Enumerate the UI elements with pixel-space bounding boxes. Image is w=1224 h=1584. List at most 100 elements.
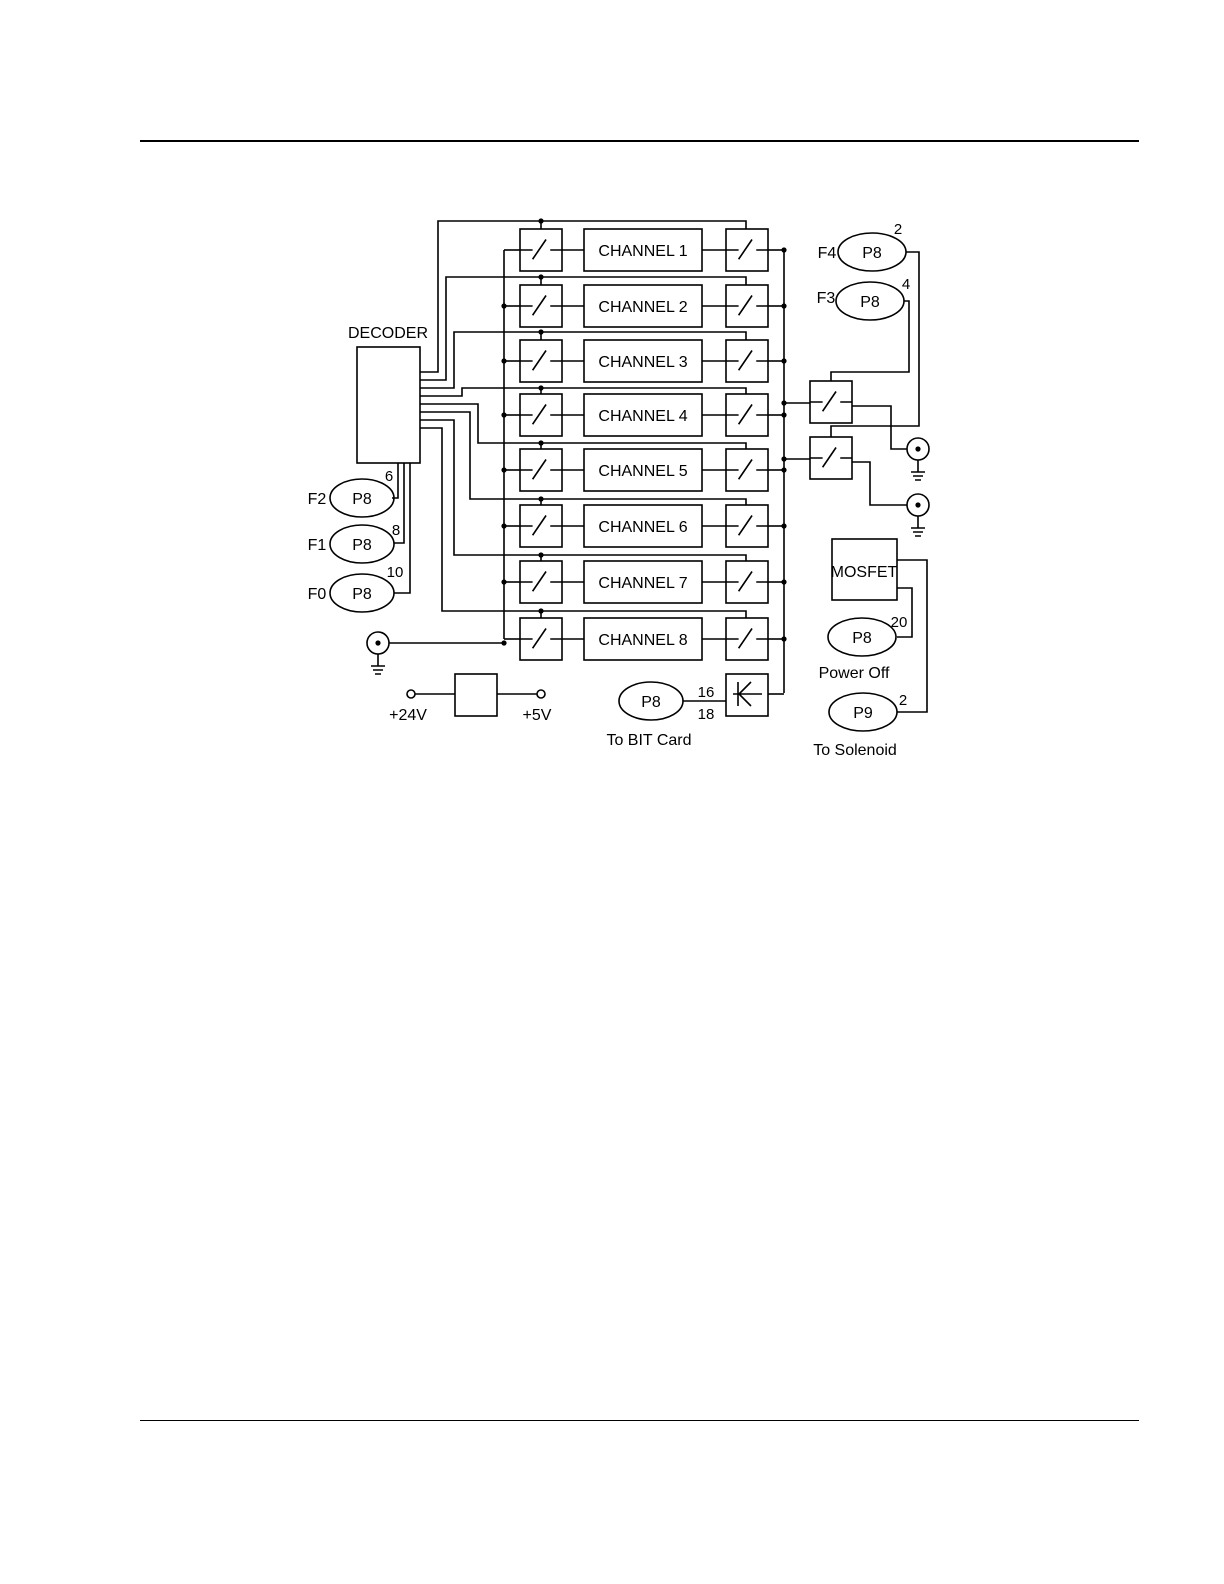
junction-dot bbox=[501, 579, 506, 584]
solenoid-connector-label: P9 bbox=[853, 705, 873, 722]
junction-dot bbox=[538, 385, 543, 390]
input-switch-5 bbox=[520, 449, 562, 491]
mosfet-label: MOSFET bbox=[831, 564, 898, 581]
channel-label: CHANNEL 6 bbox=[598, 519, 687, 536]
channel-label: CHANNEL 7 bbox=[598, 575, 687, 592]
input-switch-1 bbox=[520, 229, 562, 271]
output-switch-6 bbox=[726, 505, 768, 547]
output-select-switch-b bbox=[810, 437, 852, 479]
input-switch-3 bbox=[520, 340, 562, 382]
connector-f2-label: P8 bbox=[352, 491, 372, 508]
power-off-caption: Power Off bbox=[819, 665, 890, 682]
junction-dot bbox=[781, 456, 786, 461]
junction-dot bbox=[538, 274, 543, 279]
coax-connector-icon bbox=[915, 502, 920, 507]
switch-icon bbox=[726, 240, 768, 260]
switch-icon bbox=[726, 405, 768, 425]
pin-number: 18 bbox=[698, 706, 715, 723]
output-switch-7 bbox=[726, 561, 768, 603]
pin-number: 20 bbox=[891, 614, 908, 631]
pin-number: 2 bbox=[899, 692, 907, 709]
junction-dot bbox=[538, 496, 543, 501]
switch-icon bbox=[520, 516, 562, 536]
pin-number: 16 bbox=[698, 684, 715, 701]
channel-label: CHANNEL 1 bbox=[598, 243, 687, 260]
bit-card-caption: To BIT Card bbox=[606, 732, 691, 749]
junction-dot bbox=[501, 640, 506, 645]
decoder-control-line-1 bbox=[420, 221, 746, 372]
pin-number: 8 bbox=[392, 522, 400, 539]
regulator-input-label: +24V bbox=[389, 707, 427, 724]
switch-icon bbox=[726, 296, 768, 316]
channel-label: CHANNEL 4 bbox=[598, 408, 687, 425]
switch-icon bbox=[726, 572, 768, 592]
switch-b-output bbox=[852, 462, 907, 505]
input-switch-7 bbox=[520, 561, 562, 603]
pin-number: 10 bbox=[387, 564, 404, 581]
ground-icon bbox=[911, 516, 925, 536]
input-coax bbox=[367, 632, 389, 674]
switch-icon bbox=[810, 392, 852, 412]
switch-icon bbox=[520, 572, 562, 592]
signal-label: F4 bbox=[818, 245, 837, 262]
pin-number: 2 bbox=[894, 221, 902, 238]
junction-dot bbox=[781, 467, 786, 472]
channel-label: CHANNEL 5 bbox=[598, 463, 687, 480]
power-off-connector-label: P8 bbox=[852, 630, 872, 647]
decoder-control-line-2 bbox=[420, 277, 746, 380]
input-switch-8 bbox=[520, 618, 562, 660]
decoder-block bbox=[357, 347, 420, 463]
input-switch-4 bbox=[520, 394, 562, 436]
channel-label: CHANNEL 2 bbox=[598, 299, 687, 316]
connector-f0-label: P8 bbox=[352, 586, 372, 603]
solenoid-caption: To Solenoid bbox=[813, 742, 897, 759]
junction-dot bbox=[501, 467, 506, 472]
channel-label: CHANNEL 8 bbox=[598, 632, 687, 649]
switch-icon bbox=[810, 448, 852, 468]
switch-a-output bbox=[852, 406, 907, 449]
switch-icon bbox=[520, 405, 562, 425]
junction-dot bbox=[781, 579, 786, 584]
ground-icon bbox=[371, 654, 385, 674]
junction-dot bbox=[501, 358, 506, 363]
input-switch-6 bbox=[520, 505, 562, 547]
junction-dot bbox=[538, 608, 543, 613]
coax-connector-icon bbox=[375, 640, 380, 645]
connector-f3-label: P8 bbox=[860, 294, 880, 311]
output-switch-8 bbox=[726, 618, 768, 660]
junction-dot bbox=[501, 523, 506, 528]
switch-icon bbox=[520, 351, 562, 371]
output-coax-a bbox=[907, 438, 929, 480]
signal-label: F2 bbox=[308, 491, 327, 508]
junction-dot bbox=[538, 218, 543, 223]
output-switch-1 bbox=[726, 229, 768, 271]
decoder-label: DECODER bbox=[348, 325, 428, 342]
decoder-control-line-8 bbox=[420, 428, 746, 618]
output-select-switch-a bbox=[810, 381, 852, 423]
junction-dot bbox=[501, 303, 506, 308]
switch-icon bbox=[726, 516, 768, 536]
junction-dot bbox=[501, 412, 506, 417]
junction-dot bbox=[781, 358, 786, 363]
coax-connector-icon bbox=[915, 446, 920, 451]
bit-card-connector-label: P8 bbox=[641, 694, 661, 711]
diode-icon bbox=[726, 674, 768, 716]
switch-icon bbox=[726, 460, 768, 480]
junction-dot bbox=[781, 400, 786, 405]
output-switch-3 bbox=[726, 340, 768, 382]
connector-f1-label: P8 bbox=[352, 537, 372, 554]
connector-f4-label: P8 bbox=[862, 245, 882, 262]
signal-label: F1 bbox=[308, 537, 327, 554]
junction-dot bbox=[781, 412, 786, 417]
signal-label: F3 bbox=[817, 290, 836, 307]
pin-number: 4 bbox=[902, 276, 910, 293]
signal-label: F0 bbox=[308, 586, 327, 603]
junction-dot bbox=[781, 523, 786, 528]
pin-number: 6 bbox=[385, 468, 393, 485]
switch-icon bbox=[520, 296, 562, 316]
output-switch-2 bbox=[726, 285, 768, 327]
channel-label: CHANNEL 3 bbox=[598, 354, 687, 371]
junction-dot bbox=[781, 636, 786, 641]
junction-dot bbox=[538, 440, 543, 445]
